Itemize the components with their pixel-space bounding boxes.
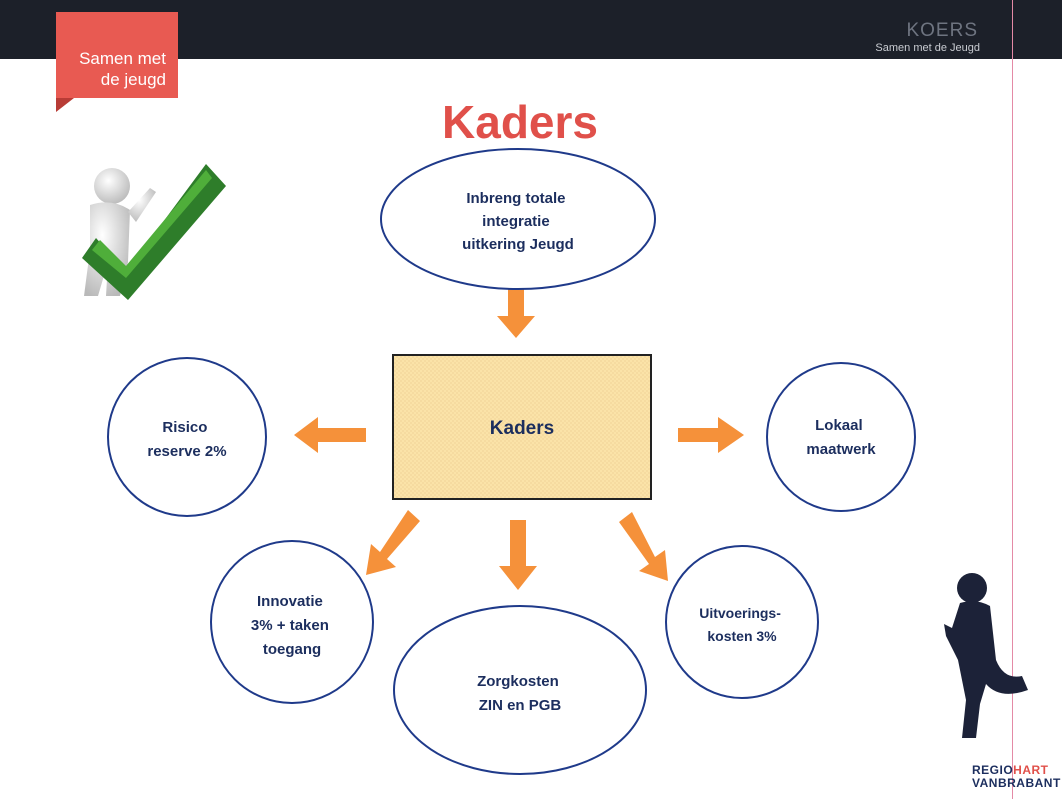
arrow-center-to-bottom-left — [366, 510, 420, 575]
left-node-line-2: reserve 2% — [147, 443, 226, 460]
tag-line-1: Samen met — [79, 49, 166, 68]
arrow-center-to-bottom-right — [619, 512, 668, 581]
arrow-center-to-left — [294, 417, 366, 453]
bottom-center-node-line-1: Zorgkosten — [477, 673, 559, 690]
svg-text:Inbreng totale integratie: Inbreng totale integratie uitkering Jeug… — [462, 190, 574, 253]
arrow-center-to-right — [678, 417, 744, 453]
brand-subtitle: Samen met de Jeugd — [875, 42, 980, 54]
top-node-line-1: Inbreng totale — [466, 190, 565, 207]
bottom-left-node-line-2: 3% + taken — [251, 617, 329, 634]
bottom-left-node-line-1: Innovatie — [257, 593, 323, 610]
bottom-right-node-line-2: kosten 3% — [707, 628, 777, 644]
checkmark-figure-icon — [82, 164, 226, 300]
divider-line — [1012, 0, 1013, 799]
svg-text:Uitvoerings- kosten 3%: Uitvoerings- kosten 3% — [699, 605, 785, 644]
bottom-left-node-line-3: toegang — [263, 641, 321, 658]
slide-title: Kaders — [442, 96, 598, 148]
top-node-line-2: integratie — [482, 213, 550, 230]
svg-text:Zorgkosten ZIN en PGB: Zorgkosten ZIN en PGB — [477, 673, 563, 714]
right-node-line-2: maatwerk — [806, 441, 876, 458]
logo-hart: HART — [1013, 763, 1049, 777]
top-node-line-3: uitkering Jeugd — [462, 236, 574, 253]
child-silhouette-icon — [944, 573, 1028, 738]
svg-text:Lokaal maatwerk: Lokaal maatwerk — [806, 417, 876, 458]
logo-regio: REGIO — [972, 763, 1014, 777]
bottom-right-node-line-1: Uitvoerings- — [699, 605, 781, 621]
node-risico-reserve — [107, 357, 267, 517]
logo-brabant: BRABANT — [997, 776, 1061, 790]
node-center-kaders — [392, 354, 652, 500]
arrow-center-to-bottom — [499, 520, 537, 590]
bottom-center-node-line-2: ZIN en PGB — [479, 697, 562, 714]
left-node-line-1: Risico — [162, 419, 207, 436]
node-lokaal-maatwerk — [766, 362, 916, 512]
center-node-label: Kaders — [490, 418, 554, 439]
logo-van: VAN — [972, 776, 998, 790]
brand-title: KOERS — [906, 20, 978, 41]
samen-met-de-jeugd-tag: Samen met de jeugd — [56, 12, 178, 112]
svg-text:Innovatie 3% + taken: Innovatie 3% + taken toegang — [251, 593, 333, 658]
node-zorgkosten — [393, 605, 647, 775]
node-uitvoeringskosten — [665, 545, 819, 699]
right-node-line-1: Lokaal — [815, 417, 863, 434]
node-top-integratie — [380, 148, 656, 290]
arrow-top-to-center — [497, 288, 535, 338]
svg-text:Risico reserve 2%: Risico reserve 2% — [147, 419, 226, 460]
node-innovatie — [210, 540, 374, 704]
tag-line-2: de jeugd — [100, 70, 166, 89]
regio-hart-van-brabant-logo: REGIOHART VANBRABANT — [972, 764, 1061, 790]
